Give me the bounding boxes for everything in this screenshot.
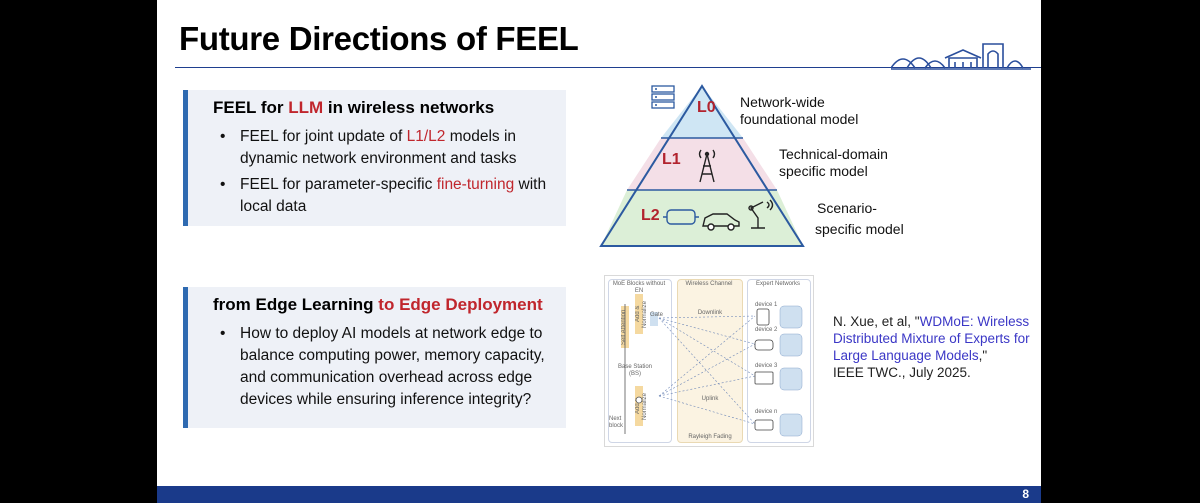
device-1-label: device 1: [755, 302, 778, 308]
university-gate-logo: [891, 43, 1031, 70]
model-hierarchy-pyramid: [599, 84, 805, 247]
gate-block: Gate: [650, 312, 663, 326]
paper-title-link[interactable]: WDMoE: Wireless Distributed Mixture of E…: [833, 314, 1030, 363]
moe-blocks-title: MoE Blocks without EN: [612, 281, 666, 294]
wdmoe-diagram: MoE Blocks without EN Wireless Channel E…: [604, 275, 814, 447]
pyramid-tag-l0: L0: [697, 99, 716, 116]
reference-citation: N. Xue, et al, "WDMoE: Wireless Distribu…: [833, 314, 1030, 380]
base-station-label: Base Station (BS): [617, 364, 653, 377]
feel-llm-bullets: FEEL for joint update of L1/L2 models in…: [218, 126, 558, 222]
server-icon: [651, 85, 675, 109]
pyramid-label-l2: Scenario-specific model: [815, 200, 904, 237]
slide-title: Future Directions of FEEL: [179, 20, 579, 57]
expert-network-icons: [779, 305, 803, 437]
expert-networks-title: Expert Networks: [755, 281, 800, 287]
device-2-label: device 2: [755, 327, 778, 333]
title-divider: [175, 67, 1041, 68]
laptop-device-icon: [754, 371, 774, 385]
pyramid-tag-l2: L2: [641, 207, 660, 224]
uplink-label: Uplink: [701, 396, 719, 402]
vr-headset-icon: [663, 209, 699, 225]
device-3-label: device 3: [755, 363, 778, 369]
page-number: 8: [1022, 487, 1029, 501]
expert-networks-column: [747, 279, 811, 443]
wireless-channel-column: [677, 279, 743, 443]
tablet-device-icon: [756, 308, 770, 326]
car-icon: [702, 213, 740, 231]
wireless-channel-title: Wireless Channel: [685, 281, 733, 287]
vr-device-icon: [754, 339, 774, 351]
moe-blocks-column: [608, 279, 672, 443]
edge-deployment-bullets: How to deploy AI models at network edge …: [218, 323, 558, 415]
next-block-label: Next block: [609, 416, 624, 429]
feel-llm-box: FEEL for LLM in wireless networks FEEL f…: [183, 90, 566, 226]
pyramid-level-l2: [601, 190, 803, 246]
robot-arm-icon: [748, 199, 774, 229]
bullet-joint-update: FEEL for joint update of L1/L2 models in…: [218, 126, 558, 170]
pyramid-tag-l1: L1: [662, 151, 681, 168]
slide: Future Directions of FEEL FEEL for LLM i…: [157, 0, 1041, 503]
edge-deployment-box: from Edge Learning to Edge Deployment Ho…: [183, 287, 566, 428]
device-n-label: device n: [755, 409, 778, 415]
pyramid-level-l1: [627, 138, 777, 190]
car-device-icon: [754, 419, 774, 431]
bullet-deploy-ai: How to deploy AI models at network edge …: [218, 323, 558, 411]
feel-llm-heading: FEEL for LLM in wireless networks: [213, 98, 495, 117]
pyramid-level-l0: [661, 86, 743, 138]
edge-deployment-heading: from Edge Learning to Edge Deployment: [213, 295, 543, 314]
wdmoe-links: [624, 304, 803, 437]
cell-tower-icon: [698, 149, 716, 183]
slide-footer-bar: 8: [157, 486, 1041, 503]
bullet-fine-tuning: FEEL for parameter-specific fine-turning…: [218, 174, 558, 218]
device-icons: [754, 308, 774, 431]
downlink-label: Downlink: [697, 310, 723, 316]
rayleigh-fading-label: Rayleigh Fading: [688, 434, 732, 440]
